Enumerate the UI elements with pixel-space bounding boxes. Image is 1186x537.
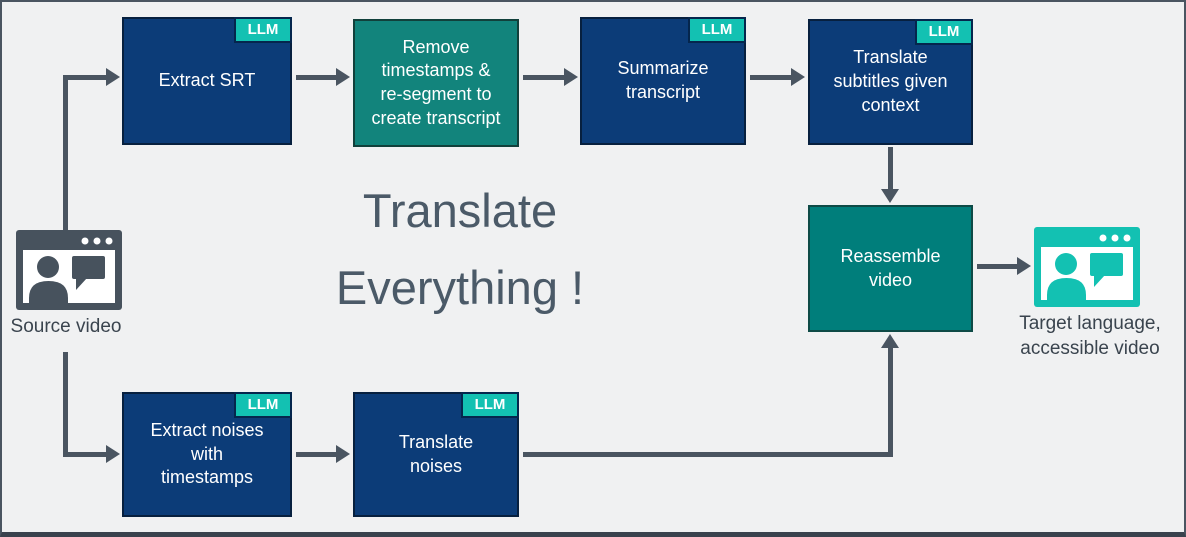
node-label: Reassemble video (840, 245, 941, 290)
arrowhead-icon (1017, 257, 1031, 275)
connector-translate-noises-to-reassemble (888, 348, 893, 456)
llm-badge: LLM (688, 17, 746, 43)
connector-reassemble-to-target (977, 264, 1017, 269)
connector-translate-noises-to-reassemble (523, 452, 893, 457)
node-label: Extract SRT (158, 70, 256, 91)
arrowhead-icon (336, 68, 350, 86)
connector-extract-srt-to-remove (296, 75, 336, 80)
page-title: Translate Everything ! (260, 172, 660, 326)
title-line-1: Translate (362, 184, 558, 237)
source-video-caption: Source video (10, 316, 122, 337)
flow-node-translate-subtitles: LLM Translate subtitles given context (808, 19, 973, 145)
connector-remove-to-summarize (523, 75, 564, 80)
arrowhead-icon (881, 189, 899, 203)
connector-extract-noises-to-translate-noises (296, 452, 336, 457)
llm-badge: LLM (915, 19, 973, 45)
connector-source-to-extract-noises (63, 352, 68, 455)
arrowhead-icon (336, 445, 350, 463)
node-label: Translate noises (398, 431, 474, 476)
connector-source-to-extract-srt (63, 75, 106, 80)
connector-source-to-extract-noises (63, 452, 106, 457)
llm-badge: LLM (461, 392, 519, 418)
flow-node-extract-noises: LLM Extract noises with timestamps (122, 392, 292, 517)
connector-translate-subtitles-to-reassemble (888, 147, 893, 189)
arrowhead-icon (564, 68, 578, 86)
flow-node-remove-timestamps: Remove timestamps & re-segment to create… (353, 19, 519, 147)
arrowhead-icon (881, 334, 899, 348)
node-label: Extract noises with timestamps (150, 419, 264, 488)
connector-summarize-to-translate-subtitles (750, 75, 791, 80)
node-label: Translate subtitles given context (833, 47, 948, 115)
title-line-2: Everything ! (335, 261, 585, 314)
llm-badge: LLM (234, 17, 292, 43)
node-label: Remove timestamps & re-segment to create… (371, 36, 501, 128)
flow-node-translate-noises: LLM Translate noises (353, 392, 519, 517)
source-video-icon (16, 230, 122, 310)
arrowhead-icon (106, 68, 120, 86)
llm-badge: LLM (234, 392, 292, 418)
arrowhead-icon (106, 445, 120, 463)
flow-node-summarize-transcript: LLM Summarize transcript (580, 17, 746, 145)
flow-node-reassemble-video: Reassemble video (808, 205, 973, 332)
flow-node-extract-srt: LLM Extract SRT (122, 17, 292, 145)
arrowhead-icon (791, 68, 805, 86)
target-video-caption: Target language, accessible video (1019, 313, 1161, 359)
connector-source-to-extract-srt (63, 79, 68, 230)
node-label: Summarize transcript (617, 58, 709, 102)
target-video-icon (1034, 227, 1140, 307)
